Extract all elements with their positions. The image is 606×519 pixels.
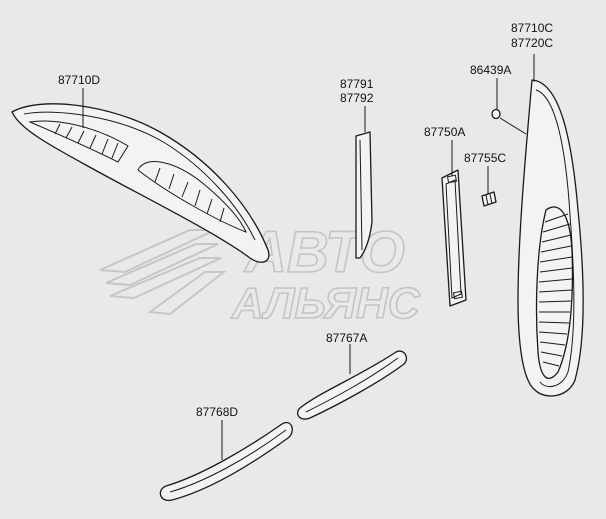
molding-87767a xyxy=(296,350,408,420)
panel-87710c-87720c xyxy=(517,79,584,397)
label-87755c: 87755C xyxy=(464,151,506,165)
screw-87755c-icon xyxy=(481,191,497,207)
label-87792: 87792 xyxy=(340,91,374,105)
label-86439a: 86439A xyxy=(470,63,511,77)
garnish-87710d xyxy=(11,103,270,263)
clip-86439a-icon xyxy=(491,108,501,120)
label-87791: 87791 xyxy=(340,77,374,91)
leader-lines xyxy=(82,54,535,460)
label-87750a: 87750A xyxy=(424,125,465,139)
label-87720c: 87720C xyxy=(511,36,553,50)
molding-87768d xyxy=(159,421,293,502)
bracket-87750a xyxy=(441,169,467,307)
label-87767a: 87767A xyxy=(326,331,367,345)
strip-87791-87792 xyxy=(355,131,373,259)
watermark-line-1: АВТО xyxy=(243,220,405,285)
watermark-logo-icon xyxy=(99,229,227,316)
label-87710c: 87710C xyxy=(511,21,553,35)
label-87768d: 87768D xyxy=(196,405,238,419)
watermark-line-2: АЛЬЯНС xyxy=(231,279,421,328)
label-87710d: 87710D xyxy=(58,73,100,87)
